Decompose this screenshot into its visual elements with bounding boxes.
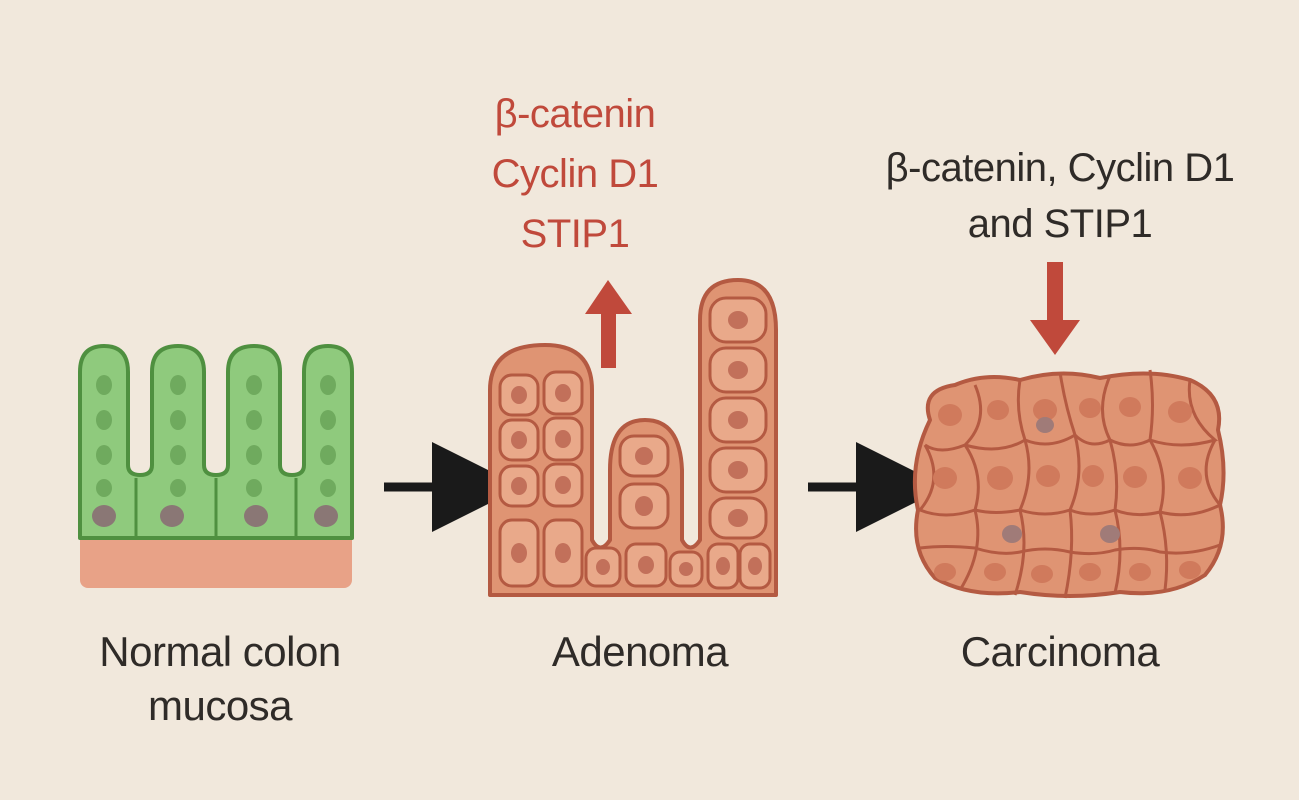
adenoma-nuclei xyxy=(511,311,762,576)
adenoma-marker-beta-catenin: β-catenin xyxy=(494,92,656,136)
carcinoma-marker-line-2: and STIP1 xyxy=(967,202,1153,246)
carcinoma-cell-borders xyxy=(918,369,1223,599)
cell-borders xyxy=(134,478,298,538)
carcinoma-illustration xyxy=(912,369,1226,599)
carcinoma-mass xyxy=(912,371,1226,598)
normal-nuclei xyxy=(92,505,338,527)
normal-mucosa-illustration xyxy=(78,344,354,588)
crypt-spots xyxy=(96,375,336,497)
downregulation-arrow xyxy=(1030,262,1080,355)
stage-label-normal: Normal colon mucosa xyxy=(99,628,341,729)
normal-crypts xyxy=(78,344,354,540)
carcinoma-marker-list: β-catenin, Cyclin D1 and STIP1 xyxy=(840,140,1280,252)
adenoma-illustration xyxy=(488,278,778,597)
submucosa-layer xyxy=(80,532,352,588)
carcinoma-marker-line-1: β-catenin, Cyclin D1 xyxy=(885,146,1235,190)
carcinoma-dark-nuclei xyxy=(1002,417,1120,543)
adenoma-cells xyxy=(498,296,772,590)
upregulation-arrow xyxy=(585,280,632,368)
carcinoma-nuclei xyxy=(933,397,1202,583)
adenoma-marker-cyclin-d1: Cyclin D1 xyxy=(491,152,659,196)
stage-label-adenoma: Adenoma xyxy=(551,628,729,675)
stage-label-carcinoma: Carcinoma xyxy=(960,628,1160,675)
adenoma-marker-list: β-catenin Cyclin D1 STIP1 xyxy=(455,84,695,264)
adenoma-marker-stip1: STIP1 xyxy=(520,212,630,256)
